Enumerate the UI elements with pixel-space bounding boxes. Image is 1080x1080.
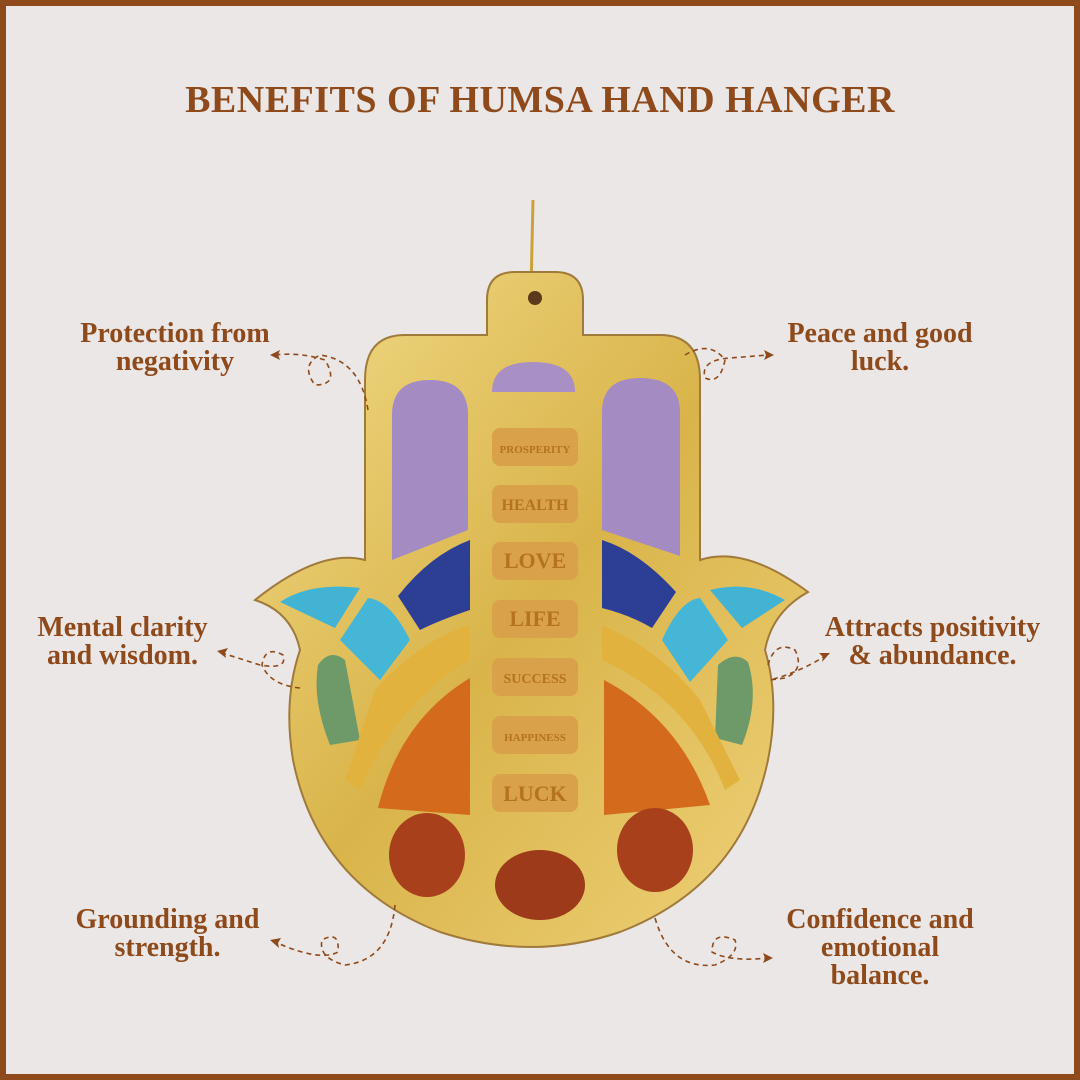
stone-panel (398, 540, 470, 630)
plaque-word: SUCCESS (503, 672, 566, 687)
benefit-line: Protection from (80, 318, 270, 349)
plaque-word: LOVE (504, 548, 566, 573)
arrow-head-icon (270, 938, 281, 948)
stone-panel (602, 625, 740, 790)
benefit-positivity: Attracts positivity & abundance. (805, 614, 1060, 670)
benefit-line: and wisdom. (47, 640, 198, 671)
stone-panel (280, 586, 360, 628)
stone-panel (316, 655, 360, 745)
benefit-line: Mental clarity (37, 612, 208, 643)
stone-panel (602, 378, 680, 556)
stone-panel (345, 625, 470, 790)
plaque-word: LUCK (503, 781, 567, 806)
hang-hole (528, 291, 542, 305)
stone-panel (389, 813, 465, 897)
plaque-word: LIFE (509, 606, 560, 631)
benefit-line: balance. (830, 960, 930, 991)
plaque-word: HEALTH (502, 497, 570, 514)
benefit-grounding: Grounding and strength. (50, 906, 285, 962)
arrow-connector (274, 353, 369, 411)
benefit-line: strength. (114, 932, 221, 963)
plaque-word: PROSPERITY (500, 444, 571, 456)
benefit-peace: Peace and good luck. (760, 320, 1000, 376)
benefit-line: Confidence and (786, 904, 974, 935)
arrow-connector (654, 917, 769, 967)
benefit-protection: Protection from negativity (40, 320, 310, 376)
stone-panel (378, 678, 470, 815)
stone-panel (715, 656, 753, 745)
stone-panel (604, 680, 710, 815)
arrow-head-icon (217, 648, 228, 658)
arrow-head-icon (763, 953, 773, 963)
benefit-line: luck. (850, 346, 910, 377)
stone-panel (602, 540, 676, 628)
arrow-connector (684, 347, 769, 381)
arrow-connector (767, 646, 826, 681)
benefit-line: Grounding and (75, 904, 260, 935)
stone-panel (662, 598, 728, 682)
word-plaques: PROSPERITY HEALTH LOVE LIFE SUCCESS HAPP… (492, 428, 578, 812)
stone-panel (340, 598, 410, 680)
benefit-line: emotional (820, 932, 940, 963)
stone-panel (492, 362, 575, 392)
arrow-head-icon (819, 653, 830, 662)
stone-panel (617, 808, 693, 892)
plaque-word: HAPPINESS (504, 732, 566, 744)
stone-panel (710, 586, 785, 628)
benefit-line: negativity (115, 346, 235, 377)
arrow-head-icon (764, 350, 774, 360)
benefit-line: & abundance. (848, 640, 1017, 671)
arrow-connector (274, 904, 396, 966)
benefit-line: Attracts positivity (824, 612, 1041, 643)
benefit-clarity: Mental clarity and wisdom. (15, 614, 230, 670)
arrow-connector (221, 650, 301, 689)
stone-panel (495, 850, 585, 920)
stone-panel (392, 380, 468, 560)
benefit-line: Peace and good (787, 318, 973, 349)
benefit-confidence: Confidence and emotional balance. (760, 906, 1000, 990)
page-title: BENEFITS OF HUMSA HAND HANGER (185, 79, 895, 121)
arrow-head-icon (270, 350, 280, 360)
